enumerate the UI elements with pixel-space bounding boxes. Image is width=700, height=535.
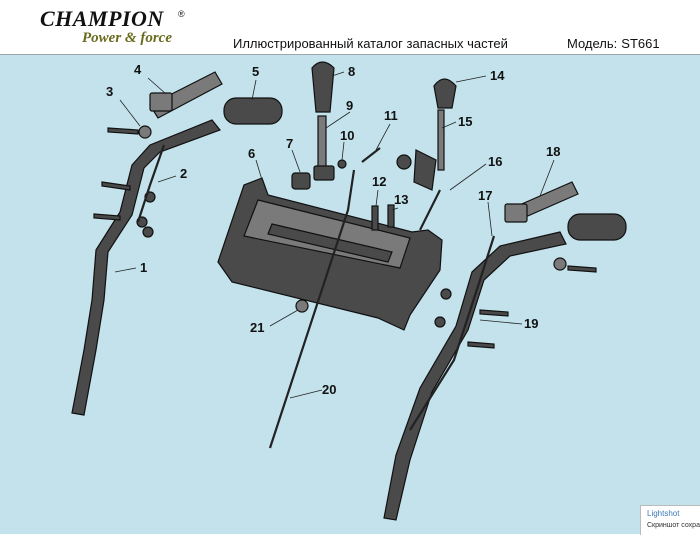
model-label: Модель: <box>567 36 618 51</box>
nut-left-3 <box>142 226 154 238</box>
dashboard-slot <box>267 223 393 263</box>
leader-1 <box>114 267 137 273</box>
brand-tagline: Power & force <box>82 30 172 46</box>
callout-4: 4 <box>134 62 142 77</box>
callout-16: 16 <box>488 154 502 169</box>
spring-10 <box>337 159 347 169</box>
page-title: Иллюстрированный каталог запасных частей <box>233 36 508 51</box>
lightshot-caption: Скриншот сохра <box>647 522 700 529</box>
leader-3 <box>119 99 141 127</box>
right-handle-bar <box>383 231 567 521</box>
bolt-right-low <box>467 341 495 349</box>
cable-17 <box>409 235 496 431</box>
right-grip <box>567 213 627 241</box>
catalog-header: CHAMPION ® Power & force Иллюстрированны… <box>0 0 700 56</box>
lightshot-notification[interactable]: Lightshot Скриншот сохра <box>640 505 700 535</box>
bolt-12 <box>371 205 379 231</box>
shift-rod-20 <box>268 169 356 449</box>
callout-20: 20 <box>322 382 336 397</box>
leader-4 <box>147 77 167 95</box>
clamp-right <box>553 257 567 271</box>
leader-7 <box>291 149 301 173</box>
callout-19: 19 <box>524 316 538 331</box>
callout-8: 8 <box>348 64 355 79</box>
bolt-right-top <box>567 265 597 273</box>
left-grip-bracket <box>149 92 173 112</box>
callout-5: 5 <box>252 64 259 79</box>
leader-12 <box>375 189 379 207</box>
lever-nut <box>396 154 412 170</box>
left-handle-bar <box>71 119 221 416</box>
bolt-left-low <box>93 213 121 221</box>
model-info: Модель:ST661 <box>567 36 660 51</box>
pin-11 <box>361 147 381 163</box>
leader-14 <box>455 75 487 83</box>
bushing-21 <box>295 299 309 313</box>
callout-2: 2 <box>180 166 187 181</box>
callout-12: 12 <box>372 174 386 189</box>
callout-14: 14 <box>490 68 505 83</box>
leader-2 <box>157 175 177 183</box>
shift-lever-base <box>313 165 335 181</box>
bolt-left-top <box>107 127 139 135</box>
cable-2 <box>136 144 166 223</box>
leader-10 <box>341 141 345 161</box>
clamp-3 <box>138 125 152 139</box>
nut-right-2 <box>434 316 446 328</box>
bolt-13 <box>387 204 395 228</box>
lever-knob-14 <box>433 78 457 109</box>
registered-mark: ® <box>178 9 185 19</box>
callout-6: 6 <box>248 146 255 161</box>
leader-13 <box>391 207 399 211</box>
leader-19 <box>479 319 523 325</box>
cable-16 <box>419 189 441 231</box>
callout-11: 11 <box>384 108 398 123</box>
leader-20 <box>289 389 323 399</box>
leader-17 <box>487 201 493 237</box>
brand-logo: CHAMPION <box>40 6 164 31</box>
part-7-block <box>291 172 311 190</box>
callout-15: 15 <box>458 114 472 129</box>
leader-11 <box>375 123 391 151</box>
callout-17: 17 <box>478 188 492 203</box>
leader-6 <box>255 159 263 181</box>
leader-16 <box>449 163 487 191</box>
callout-3: 3 <box>106 84 113 99</box>
shift-knob <box>311 61 335 113</box>
nut-right-1 <box>440 288 452 300</box>
leader-9 <box>325 111 351 129</box>
right-grip-bracket <box>504 203 528 223</box>
leader-21 <box>269 309 299 327</box>
leader-15 <box>441 121 457 129</box>
callout-7: 7 <box>286 136 293 151</box>
callout-21: 21 <box>250 320 264 335</box>
callout-9: 9 <box>346 98 353 113</box>
lightshot-title: Lightshot <box>647 509 680 518</box>
bolt-right-mid <box>479 309 509 317</box>
leader-18 <box>539 159 555 197</box>
leader-5 <box>251 79 257 101</box>
lever-bracket <box>413 149 437 191</box>
lever-rod-15 <box>437 109 445 171</box>
callout-13: 13 <box>394 192 408 207</box>
model-value: ST661 <box>621 36 660 51</box>
bolt-left-mid <box>101 181 131 191</box>
callout-1: 1 <box>140 260 147 275</box>
leader-8 <box>331 71 345 77</box>
shift-lever-rod <box>317 115 327 171</box>
callout-10: 10 <box>340 128 354 143</box>
left-grip <box>223 97 283 125</box>
callout-18: 18 <box>546 144 560 159</box>
header-divider <box>0 54 700 55</box>
